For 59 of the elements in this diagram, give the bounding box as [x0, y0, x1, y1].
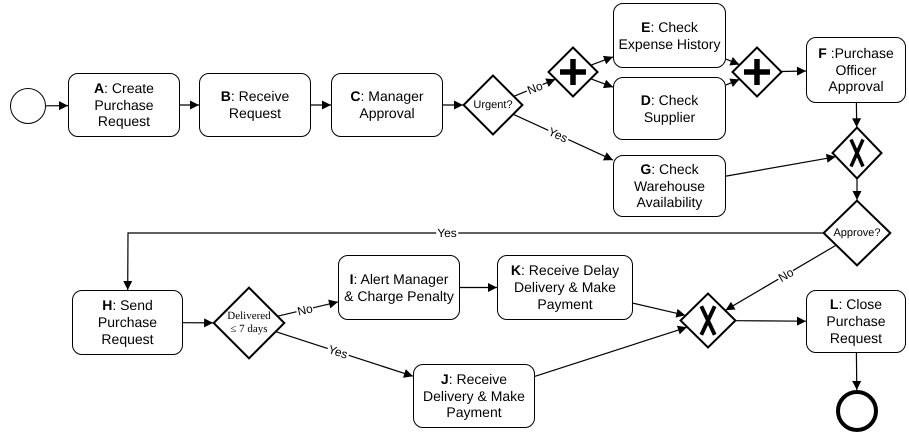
task-box — [338, 255, 460, 320]
exclusive-gateway — [680, 293, 736, 348]
decision-label: Delivered ≤ 7 days — [226, 310, 272, 336]
decision-diamond — [823, 200, 891, 266]
decision-label: Urgent? — [472, 98, 514, 112]
start-event — [10, 88, 46, 124]
parallel-gateway — [732, 47, 782, 97]
arrow — [460, 283, 497, 292]
task-box — [806, 37, 906, 103]
exclusive-gateway — [832, 127, 882, 179]
arrow — [632, 302, 686, 318]
task-label: B: Receive Request — [220, 88, 290, 122]
task-label: I: Alert Manager & Charge Penalty — [343, 270, 455, 304]
task-label: K: Receive Delay Delivery & Make Payment — [510, 262, 620, 313]
arrow — [725, 244, 836, 311]
task-label: L: Close Purchase Request — [825, 296, 887, 347]
arrow — [46, 101, 68, 110]
task-box — [613, 77, 726, 140]
task-box — [613, 3, 726, 68]
edge-label: Yes — [436, 227, 458, 239]
arrow — [726, 57, 740, 66]
arrow — [852, 353, 862, 390]
arrow — [311, 100, 331, 110]
task-box — [806, 290, 906, 353]
arrow — [443, 100, 463, 110]
task-box — [497, 255, 633, 320]
task-label: C: Manager Approval — [349, 88, 425, 122]
arrow — [736, 316, 806, 326]
arrow — [590, 56, 614, 66]
end-event — [836, 390, 878, 432]
edge-label: Yes — [326, 342, 350, 361]
decision-diamond — [213, 287, 285, 359]
task-label: F :Purchase Officer Approval — [817, 44, 895, 96]
arrow — [590, 78, 614, 88]
task-label: E: Check Expense History — [618, 18, 721, 52]
arrow — [534, 326, 688, 377]
edge-label: Yes — [546, 125, 571, 145]
task-box — [72, 290, 183, 355]
arrow — [180, 100, 199, 110]
arrow — [123, 232, 823, 290]
arrow — [781, 66, 806, 76]
arrow — [852, 103, 862, 128]
decision-label: Approve? — [833, 226, 881, 240]
task-label: D: Check Supplier — [640, 92, 700, 126]
task-label: J: Receive Delivery & Make Payment — [422, 370, 526, 422]
arrow — [183, 318, 214, 328]
decision-diamond — [463, 75, 523, 135]
task-box — [199, 73, 311, 137]
task-label: H: Send Purchase Request — [96, 297, 158, 348]
task-label: A: Create Purchase Request — [93, 80, 155, 130]
task-label: G: Check Warehouse Availability — [632, 160, 706, 212]
task-box — [613, 155, 726, 217]
arrow — [852, 179, 862, 200]
task-box — [331, 73, 443, 137]
task-box — [413, 364, 535, 428]
arrow — [726, 78, 740, 87]
arrow — [726, 154, 836, 177]
parallel-gateway — [548, 47, 598, 97]
task-box — [68, 73, 180, 137]
